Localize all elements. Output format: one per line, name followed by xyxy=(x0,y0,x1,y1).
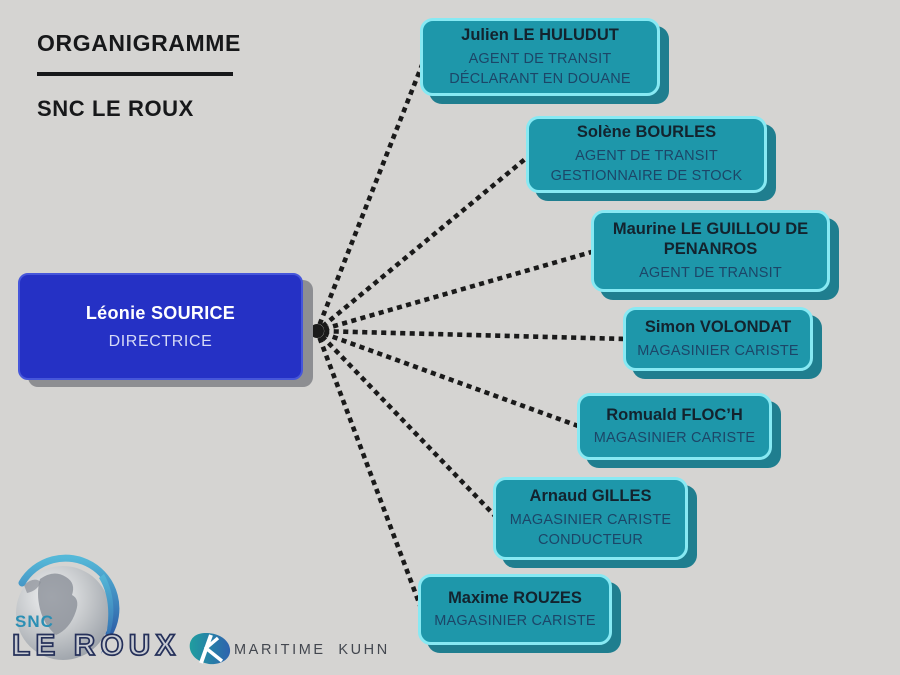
maritime-kuhn-label: MARITIME KUHN xyxy=(234,642,390,658)
employee-name: Maxime ROUZES xyxy=(448,588,582,607)
director-box: Léonie SOURICE DIRECTRICE xyxy=(18,273,303,380)
le-roux-wordmark: LE ROUX xyxy=(12,629,180,662)
employee-box-maurine-le-guillou-de-penanros: Maurine LE GUILLOU DE PENANROS AGENT DE … xyxy=(591,210,830,292)
swoosh-tail xyxy=(99,574,114,654)
employee-box-solene-bourles: Solène BOURLES AGENT DE TRANSIT GESTIONN… xyxy=(526,116,767,193)
employee-name: Julien LE HULUDUT xyxy=(461,25,619,44)
connector-line xyxy=(314,248,598,334)
maritime-kuhn-logo: MARITIME KUHN xyxy=(189,633,390,665)
employee-box-julien-le-huludut: Julien LE HULUDUT AGENT DE TRANSIT DÉCLA… xyxy=(420,18,660,96)
hub-dot xyxy=(310,324,324,338)
employee-name: Solène BOURLES xyxy=(576,123,717,142)
globe-swoosh xyxy=(18,554,120,638)
employee-box-maxime-rouzes: Maxime ROUZES MAGASINIER CARISTE xyxy=(418,574,612,645)
connector-line xyxy=(313,327,501,522)
connector-line xyxy=(314,328,630,342)
company-name: SNC LE ROUX xyxy=(37,96,194,121)
employee-role: AGENT DE TRANSIT xyxy=(639,264,782,281)
employee-role: DÉCLARANT EN DOUANE xyxy=(449,70,631,87)
employee-role: AGENT DE TRANSIT xyxy=(575,148,718,165)
page-title: ORGANIGRAMME xyxy=(37,30,241,56)
leaf-icon xyxy=(189,633,231,665)
employee-box-arnaud-gilles: Arnaud GILLES MAGASINIER CARISTE CONDUCT… xyxy=(493,477,688,560)
employee-role: GESTIONNAIRE DE STOCK xyxy=(550,168,743,185)
director-name: Léonie SOURICE xyxy=(85,302,236,323)
employee-role: MAGASINIER CARISTE xyxy=(637,342,799,359)
employee-name: Simon VOLONDAT xyxy=(644,318,792,337)
director-role: DIRECTRICE xyxy=(108,332,213,350)
employee-role: MAGASINIER CARISTE xyxy=(509,512,672,529)
connector-line xyxy=(314,57,427,334)
connector-line xyxy=(314,328,584,430)
employee-role: AGENT DE TRANSIT xyxy=(468,50,612,67)
employee-role: MAGASINIER CARISTE xyxy=(593,430,756,447)
employee-box-romuald-floch: Romuald FLOC’H MAGASINIER CARISTE xyxy=(577,393,772,460)
snc-le-roux-logo: SNC LE ROUX xyxy=(11,554,180,663)
globe-continent xyxy=(38,573,78,635)
globe-continent xyxy=(24,579,41,593)
footer-logos: SNC LE ROUX MARITIME KUHN xyxy=(11,554,390,665)
leaf-k-stroke xyxy=(203,636,220,651)
employee-box-simon-volondat: Simon VOLONDAT MAGASINIER CARISTE xyxy=(623,307,813,371)
employee-name: Maurine LE GUILLOU DE PENANROS xyxy=(612,219,809,259)
employee-name: Arnaud GILLES xyxy=(529,487,652,506)
employee-name: Romuald FLOC’H xyxy=(606,405,743,424)
snc-small-label: SNC xyxy=(15,612,54,631)
connector-line xyxy=(314,328,424,611)
employee-role: MAGASINIER CARISTE xyxy=(434,613,596,630)
connector-line xyxy=(313,151,534,335)
employee-role: CONDUCTEUR xyxy=(537,532,644,549)
leaf-k-stroke xyxy=(205,647,224,663)
title-underline xyxy=(37,72,233,76)
